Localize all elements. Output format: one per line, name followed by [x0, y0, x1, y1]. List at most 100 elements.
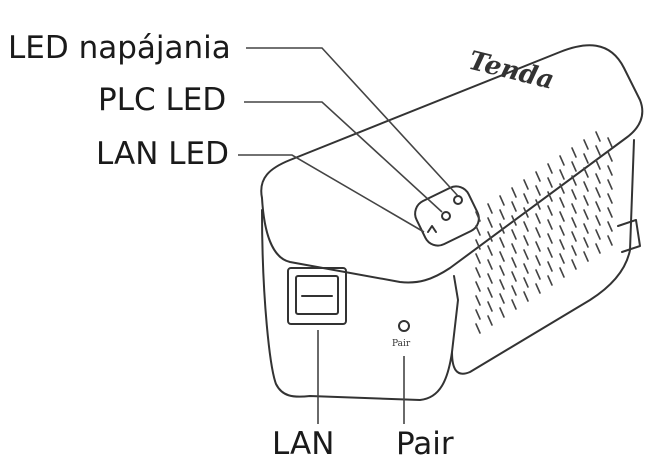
vent-slot [523, 207, 529, 218]
vent-slot [535, 185, 541, 196]
power-led-indicator [453, 195, 463, 205]
vent-slot [523, 193, 529, 204]
vent-slot [487, 259, 493, 270]
leader-plc-led [244, 101, 443, 213]
callout-lan-port: LAN [272, 426, 335, 462]
vent-slot [499, 265, 505, 276]
vent-slot [571, 147, 577, 158]
vent-slot [487, 231, 493, 242]
wall-plug-prong [617, 219, 641, 253]
vent-slot [559, 239, 565, 250]
vent-slot [523, 291, 529, 302]
vent-slot [583, 167, 589, 178]
vent-slot [559, 211, 565, 222]
vent-slot [523, 221, 529, 232]
vent-slot [475, 211, 481, 222]
vent-slot [607, 193, 613, 204]
vent-slot [499, 209, 505, 220]
device-front-face [261, 209, 459, 401]
vent-slot [595, 187, 601, 198]
vent-slot [475, 239, 481, 250]
vent-slot [487, 245, 493, 256]
vent-slot [547, 261, 553, 272]
vent-slot [499, 293, 505, 304]
vent-slot [475, 323, 481, 334]
vent-slot [547, 191, 553, 202]
vent-slot [583, 195, 589, 206]
vent-slot [583, 223, 589, 234]
vent-slot [583, 237, 589, 248]
vent-slot [511, 243, 517, 254]
vent-slot [583, 139, 589, 150]
lan-led-indicator [427, 225, 437, 233]
vent-slot [595, 173, 601, 184]
lan-port [287, 267, 347, 325]
vent-slot [523, 277, 529, 288]
vent-slot [499, 279, 505, 290]
vent-slot [559, 253, 565, 264]
callout-plc-led: PLC LED [98, 82, 227, 118]
vent-slot [535, 227, 541, 238]
vent-slot [487, 273, 493, 284]
vent-slot [571, 259, 577, 270]
vent-slot [595, 201, 601, 212]
vent-slot [559, 169, 565, 180]
vent-slot [583, 153, 589, 164]
vent-slot [607, 179, 613, 190]
callout-pair-button: Pair [396, 426, 454, 462]
vent-slot [475, 309, 481, 320]
vent-slot [535, 171, 541, 182]
vent-slot [475, 281, 481, 292]
vent-slot [595, 131, 601, 142]
vent-slot [511, 285, 517, 296]
brand-logo: Tenda [466, 46, 558, 96]
vent-slot [475, 253, 481, 264]
vent-slot [535, 255, 541, 266]
vent-slot [571, 161, 577, 172]
ventilation-grille [475, 131, 613, 334]
vent-slot [523, 179, 529, 190]
vent-slot [535, 283, 541, 294]
vent-slot [499, 251, 505, 262]
vent-slot [499, 223, 505, 234]
vent-slot [511, 271, 517, 282]
device-top-face [260, 44, 644, 284]
vent-slot [595, 215, 601, 226]
lan-port-inner [295, 275, 339, 315]
vent-slot [523, 235, 529, 246]
vent-slot [559, 155, 565, 166]
vent-slot [535, 269, 541, 280]
vent-slot [607, 151, 613, 162]
vent-slot [487, 217, 493, 228]
vent-slot [595, 229, 601, 240]
vent-slot [499, 237, 505, 248]
vent-slot [511, 187, 517, 198]
vent-slot [475, 225, 481, 236]
vent-slot [547, 163, 553, 174]
vent-slot [607, 235, 613, 246]
vent-slot [595, 243, 601, 254]
vent-slot [607, 221, 613, 232]
vent-slot [511, 299, 517, 310]
vent-slot [547, 275, 553, 286]
vent-slot [583, 251, 589, 262]
vent-slot [547, 205, 553, 216]
vent-slot [583, 209, 589, 220]
vent-slot [547, 233, 553, 244]
callout-power-led: LED napájania [8, 30, 231, 66]
vent-slot [559, 267, 565, 278]
vent-slot [583, 181, 589, 192]
vent-slot [571, 203, 577, 214]
vent-slot [535, 241, 541, 252]
vent-slot [559, 183, 565, 194]
vent-slot [571, 245, 577, 256]
vent-slot [523, 263, 529, 274]
vent-slot [559, 225, 565, 236]
vent-slot [547, 177, 553, 188]
vent-slot [499, 195, 505, 206]
vent-slot [487, 203, 493, 214]
vent-slot [499, 307, 505, 318]
vent-slot [571, 175, 577, 186]
vent-slot [595, 159, 601, 170]
